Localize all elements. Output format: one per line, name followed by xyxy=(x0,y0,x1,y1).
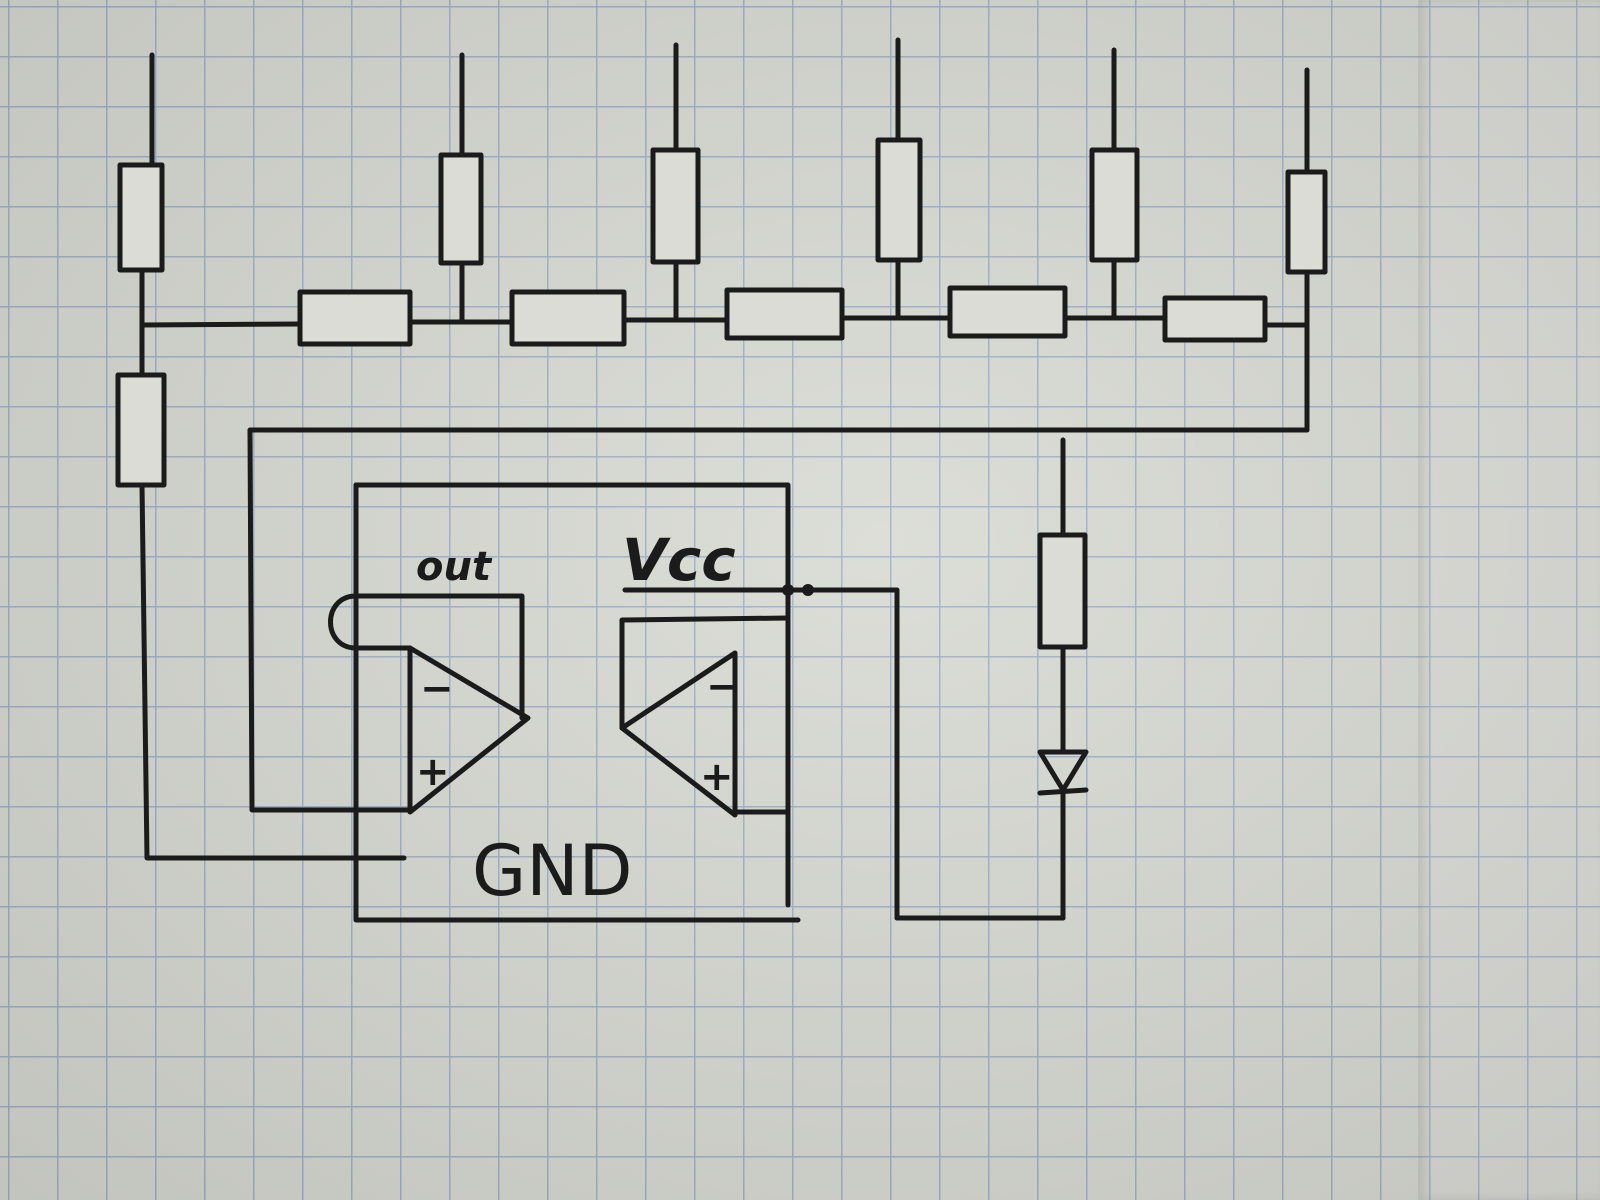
resistor-v4 xyxy=(875,137,923,263)
junction-dots xyxy=(782,584,814,596)
opamp-left-feedback xyxy=(328,593,525,721)
opamp-right-plus: + xyxy=(700,754,734,800)
resistor-h4 xyxy=(947,285,1068,339)
opamp-left-plus: + xyxy=(416,749,450,795)
supply-frame xyxy=(353,482,801,923)
opamp-left-minus: − xyxy=(420,666,454,712)
resistor-h5 xyxy=(1162,295,1268,343)
vcc-rail xyxy=(622,587,1066,921)
horizontal-ladder xyxy=(139,285,1310,347)
termination-resistor xyxy=(115,372,407,861)
led-diode-icon xyxy=(1037,749,1089,793)
resistor-h1 xyxy=(297,289,413,347)
resistor-v5 xyxy=(1089,147,1140,263)
vertical-resistors xyxy=(117,137,1328,275)
opamp-right-minus: − xyxy=(706,664,740,710)
label-gnd: GND xyxy=(472,830,633,912)
opamp-right-triangle xyxy=(619,650,738,818)
opamp-left-triangle xyxy=(407,645,531,815)
label-vcc: Vcc xyxy=(622,526,736,594)
opamp-left: − + xyxy=(328,593,531,815)
resistor-h2 xyxy=(509,289,627,347)
resistor-v6 xyxy=(1285,169,1328,275)
resistor-led xyxy=(1037,532,1088,650)
led-branch xyxy=(1037,437,1089,921)
resistor-v3 xyxy=(650,147,701,265)
opamp-right-feedback xyxy=(619,615,791,731)
ladder-output-wire xyxy=(247,427,1310,813)
resistor-v2 xyxy=(438,152,484,266)
input-leads xyxy=(149,37,1310,175)
resistor-h3 xyxy=(724,287,845,341)
opamp-right: − + xyxy=(619,615,791,818)
label-out: out xyxy=(416,544,493,590)
resistor-v1 xyxy=(117,162,165,273)
resistor-termination xyxy=(115,372,167,488)
